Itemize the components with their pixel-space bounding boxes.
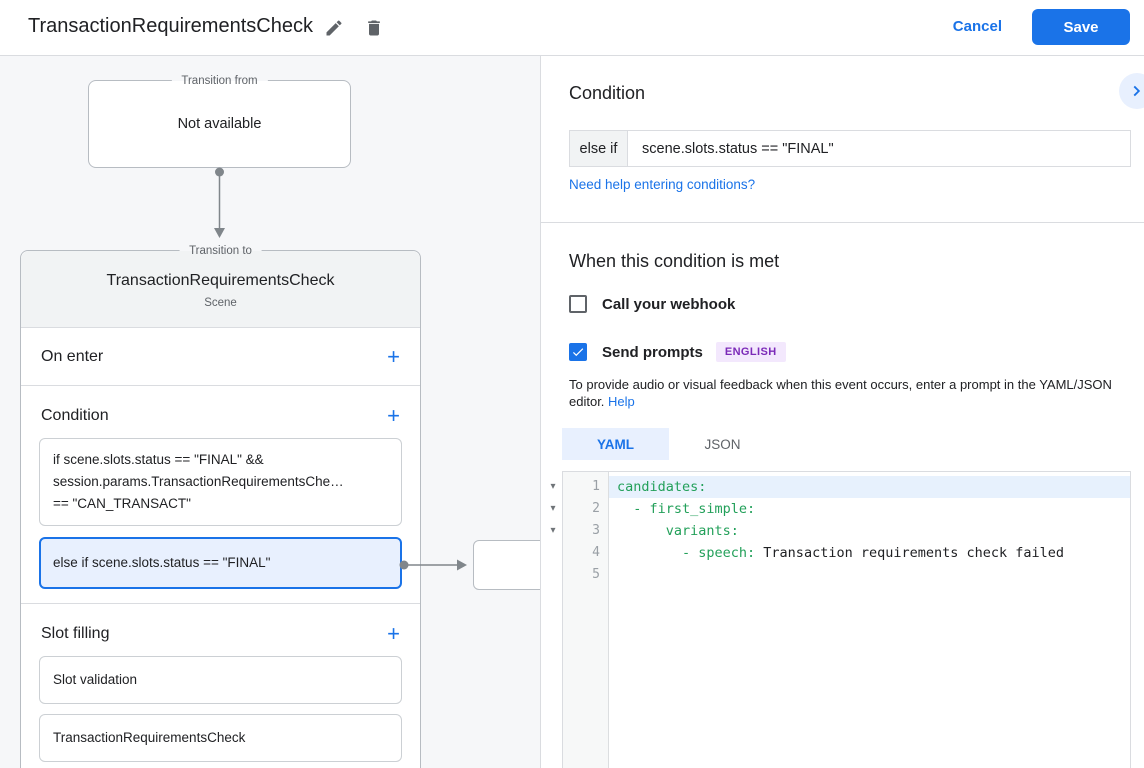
yaml-code-editor[interactable]: 1 2 3 4 5 candidates: - first_simple: varian…	[562, 471, 1131, 768]
fold-icon[interactable]: ▾	[550, 524, 556, 536]
scene-canvas[interactable]: Transition from Not available Transition…	[0, 56, 540, 768]
language-badge: ENGLISH	[715, 342, 786, 362]
code-line[interactable]	[609, 564, 1130, 586]
webhook-checkbox[interactable]	[569, 295, 587, 313]
right-arrow-connector	[399, 559, 467, 571]
line-number: 2	[592, 501, 600, 516]
delete-scene-button[interactable]	[360, 14, 388, 42]
checkmark-icon	[572, 348, 584, 357]
condition-section-label: Condition	[41, 407, 109, 424]
condition-item-1[interactable]: if scene.slots.status == "FINAL" && sess…	[39, 438, 402, 526]
line-number: 3	[592, 523, 600, 538]
webhook-row: Call your webhook	[569, 295, 735, 313]
slot-item-1[interactable]: Slot validation	[39, 656, 402, 704]
send-prompts-row: Send prompts ENGLISH	[569, 342, 786, 362]
transition-to-label: Transition to	[179, 242, 262, 258]
transition-target-box[interactable]	[473, 540, 540, 590]
transition-from-label: Transition from	[171, 72, 268, 88]
collapse-panel-button[interactable]	[1119, 73, 1144, 109]
webhook-label: Call your webhook	[602, 295, 736, 313]
send-prompts-label: Send prompts	[602, 343, 703, 361]
code-line[interactable]: - speech: Transaction requirements check…	[617, 545, 1065, 561]
slot-filling-section: Slot filling + Slot validation Transacti…	[21, 604, 420, 768]
on-enter-label: On enter	[41, 347, 104, 365]
cancel-button[interactable]: Cancel	[952, 18, 1002, 35]
prompt-description: To provide audio or visual feedback when…	[569, 377, 1112, 409]
save-button[interactable]: Save	[1032, 9, 1130, 45]
add-slot-icon[interactable]: +	[387, 621, 400, 646]
condition-editor-panel: Condition else if Need help entering con…	[540, 56, 1144, 768]
condition-expression-input[interactable]	[627, 130, 1131, 167]
page-title: TransactionRequirementsCheck	[28, 15, 313, 37]
scene-card-title: TransactionRequirementsCheck	[106, 272, 335, 289]
condition-prefix: else if	[569, 130, 627, 167]
code-line[interactable]: - first_simple:	[617, 501, 756, 517]
line-number-gutter: 1 2 3 4 5	[563, 472, 609, 768]
line-number: 4	[592, 545, 600, 560]
slot-item-2[interactable]: TransactionRequirementsCheck	[39, 714, 402, 762]
panel-title: Condition	[569, 83, 646, 103]
line-number: 1	[592, 479, 600, 494]
editor-tabs: YAML JSON	[562, 428, 776, 460]
scene-card-header: TransactionRequirementsCheck Scene	[21, 251, 420, 328]
add-condition-icon[interactable]: +	[387, 403, 400, 428]
scene-node-card[interactable]: Transition to TransactionRequirementsChe…	[20, 242, 421, 768]
down-arrow-connector	[214, 167, 225, 238]
help-link[interactable]: Help	[608, 394, 635, 409]
chevron-right-icon	[1133, 85, 1141, 97]
when-met-title: When this condition is met	[569, 251, 780, 271]
tab-yaml[interactable]: YAML	[562, 428, 669, 460]
code-line[interactable]: variants:	[617, 523, 739, 539]
condition-item-2-selected[interactable]: else if scene.slots.status == "FINAL"	[39, 537, 402, 589]
line-number: 5	[592, 567, 600, 582]
add-on-enter-icon[interactable]: +	[387, 343, 400, 369]
code-line[interactable]: candidates:	[609, 476, 1130, 498]
edit-scene-button[interactable]	[320, 14, 348, 42]
transition-from-content: Not available	[177, 116, 262, 132]
transition-from-box: Transition from Not available	[88, 72, 351, 168]
fold-icon[interactable]: ▾	[550, 502, 556, 514]
condition-help-link[interactable]: Need help entering conditions?	[569, 177, 756, 192]
pencil-icon	[326, 20, 342, 36]
condition-input-row: else if	[569, 130, 1131, 167]
on-enter-row[interactable]: On enter +	[21, 328, 420, 386]
scene-card-subtitle: Scene	[204, 297, 237, 309]
top-bar: TransactionRequirementsCheck Cancel Save	[0, 0, 1144, 56]
code-area[interactable]: candidates: - first_simple: variants: - …	[609, 472, 1130, 768]
tab-json[interactable]: JSON	[704, 436, 741, 452]
condition-section: Condition + if scene.slots.status == "FI…	[21, 386, 420, 604]
fold-icon[interactable]: ▾	[550, 480, 556, 492]
send-prompts-checkbox[interactable]	[569, 343, 587, 361]
trash-icon	[368, 20, 380, 36]
panel-divider	[541, 222, 1144, 223]
slot-filling-label: Slot filling	[41, 625, 110, 642]
